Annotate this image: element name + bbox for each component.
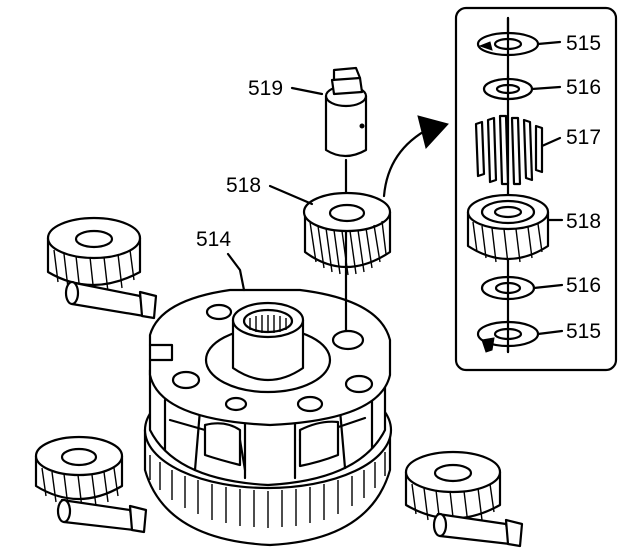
callout-label-518-main: 518 bbox=[226, 174, 261, 197]
inset-thrust-washer-515-top bbox=[476, 16, 540, 58]
pinion-assembly-bottom-left bbox=[34, 435, 148, 534]
exploded-inset-panel: 515 516 517 518 516 515 bbox=[454, 6, 618, 372]
callout-label-514: 514 bbox=[196, 228, 231, 251]
callout-519: 519 bbox=[248, 77, 324, 100]
callout-label-515-top: 515 bbox=[566, 32, 601, 55]
callout-514: 514 bbox=[196, 228, 246, 292]
inset-pinion-gear-518 bbox=[466, 193, 550, 265]
inset-needle-bearing-517 bbox=[474, 114, 544, 186]
callout-label-517: 517 bbox=[566, 126, 601, 149]
callout-label-516-bottom: 516 bbox=[566, 274, 601, 297]
inset-thrust-washer-515-bottom bbox=[476, 318, 540, 354]
callout-label-518-inset: 518 bbox=[566, 210, 601, 233]
pinion-assembly-bottom-right bbox=[404, 450, 524, 548]
pinion-pin bbox=[324, 66, 368, 202]
inset-thrust-washer-516-top bbox=[482, 74, 534, 102]
pinion-assembly-top-left bbox=[46, 216, 158, 320]
callout-label-519: 519 bbox=[248, 77, 283, 100]
inset-pointer-arrow bbox=[382, 115, 449, 198]
callout-label-516-top: 516 bbox=[566, 76, 601, 99]
callout-label-515-bottom: 515 bbox=[566, 320, 601, 343]
inset-thrust-washer-516-bottom bbox=[480, 274, 536, 302]
carrier-ring-teeth bbox=[149, 452, 386, 528]
planet-carrier bbox=[143, 288, 393, 547]
callout-518-main: 518 bbox=[226, 174, 314, 206]
pinion-gear-main bbox=[302, 191, 392, 332]
